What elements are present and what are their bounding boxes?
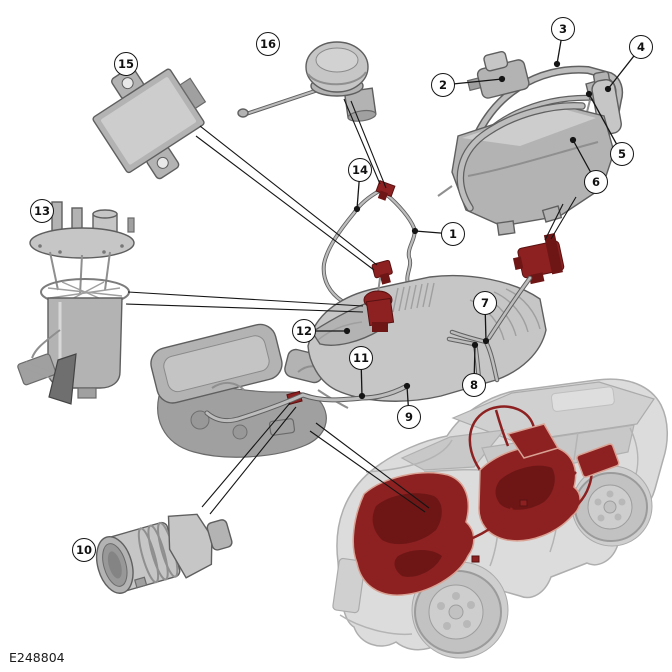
tank-pump-flange-highlight [363, 290, 395, 332]
leader-dot-1 [411, 227, 419, 235]
leader-dot-14 [353, 205, 361, 213]
figure-code-label: E248804 [9, 650, 65, 665]
vehicle-rear-wheel [571, 465, 653, 547]
leader-dot-5 [585, 90, 593, 98]
leader-line-5 [588, 93, 623, 155]
link-line [201, 402, 291, 508]
evap-canister-assembly-illustration [437, 50, 624, 236]
vent-valve-highlight [512, 232, 565, 285]
leader-dot-9 [403, 382, 411, 390]
leader-dot-6 [569, 136, 577, 144]
leader-dot-12 [343, 327, 351, 335]
link-line [199, 125, 378, 266]
fuel-system-highlight-overlay [352, 405, 620, 596]
leader-line-14 [356, 169, 361, 210]
link-line [315, 422, 430, 509]
highlight-rear-canister [556, 443, 620, 497]
part-13-rubber-boot [48, 353, 77, 405]
leader-dot-7 [482, 337, 490, 345]
link-line [350, 100, 387, 189]
link-line [127, 291, 364, 307]
vehicle-grille [332, 557, 366, 614]
tank-connector-highlight [371, 259, 393, 285]
leader-line-1 [414, 230, 454, 235]
leader-line-11 [360, 357, 363, 397]
filler-tube-connector-highlight [375, 180, 396, 201]
leader-line-7 [484, 302, 487, 342]
part-13-fuel-pump-module-illustration [17, 201, 135, 405]
leader-dot-11 [358, 392, 366, 400]
link-line [309, 430, 426, 513]
link-line [343, 98, 381, 185]
leader-line-4 [607, 46, 642, 90]
leader-dot-2 [498, 75, 506, 83]
link-line [195, 135, 375, 271]
leader-line-9 [406, 385, 410, 418]
highlight-underbody-line [467, 507, 514, 542]
link-line [544, 203, 564, 241]
leader-dot-4 [604, 85, 612, 93]
part-10-sensor-illustration [95, 513, 233, 594]
leader-line-6 [572, 139, 597, 183]
part-16-filler-cap-illustration [237, 41, 377, 122]
leader-line-8 [473, 344, 476, 386]
link-line [550, 196, 577, 240]
leader-dot-8 [471, 341, 479, 349]
vehicle-overview-illustration [332, 378, 668, 659]
vehicle-sunroof [550, 386, 615, 412]
link-line [209, 406, 297, 515]
leader-line-3 [556, 28, 564, 65]
link-line [125, 303, 364, 313]
leader-dot-3 [553, 60, 561, 68]
leader-line-2 [442, 78, 503, 86]
highlight-tank-tower [506, 423, 560, 459]
